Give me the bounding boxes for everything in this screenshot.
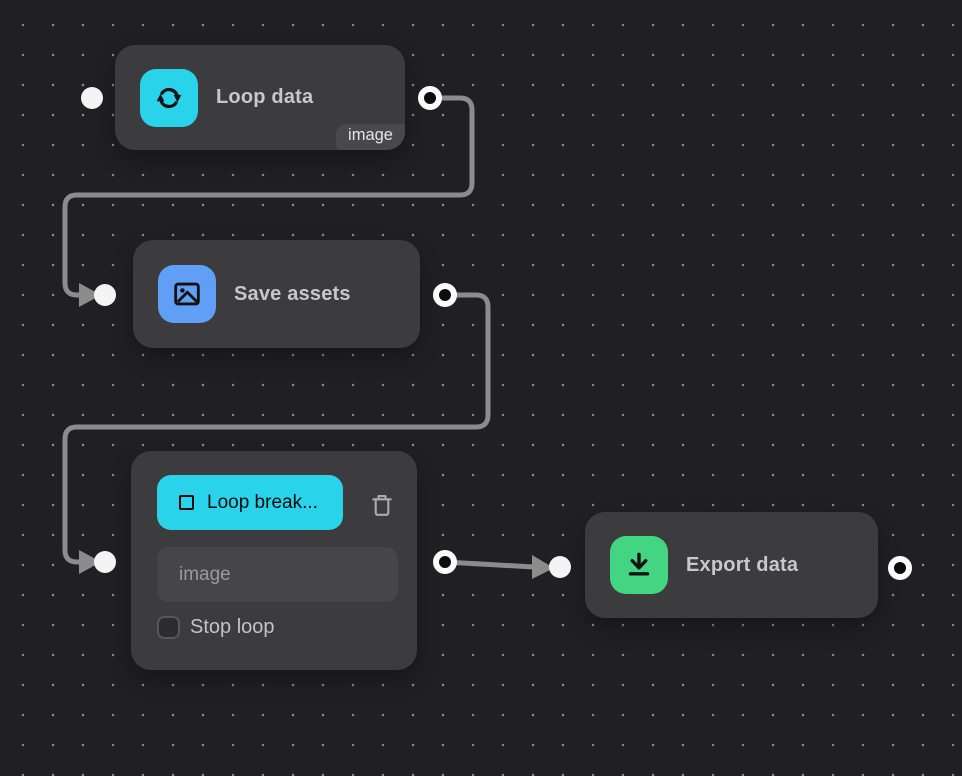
node-loop-data[interactable]: Loop data image xyxy=(115,45,405,150)
trash-icon xyxy=(372,495,392,516)
port-loop-break-output[interactable] xyxy=(433,550,457,574)
stop-loop-label: Stop loop xyxy=(190,616,275,638)
wire-loop-data-to-save-assets[interactable] xyxy=(62,95,475,298)
wire-arrowhead xyxy=(79,550,101,574)
loop-break-input[interactable] xyxy=(157,547,398,602)
loop-break-button-label: Loop break... xyxy=(207,491,318,513)
loop-break-button[interactable]: Loop break... xyxy=(157,475,343,530)
port-save-assets-input[interactable] xyxy=(94,284,116,306)
port-export-data-output[interactable] xyxy=(888,556,912,580)
port-loop-break-input[interactable] xyxy=(94,551,116,573)
port-loop-data-input[interactable] xyxy=(81,87,103,109)
stop-square-icon xyxy=(179,495,194,510)
node-export-data[interactable]: Export data xyxy=(585,512,878,618)
image-icon xyxy=(158,265,216,323)
loop-sync-icon xyxy=(140,68,198,127)
wire-arrowhead xyxy=(532,555,554,579)
wire-save-assets-to-loop-break[interactable] xyxy=(62,292,491,565)
output-type-badge: image xyxy=(336,124,405,150)
node-loop-break[interactable]: Loop break... Stop loop xyxy=(131,451,417,670)
node-title: Loop data xyxy=(216,86,314,108)
delete-button[interactable] xyxy=(367,490,397,520)
download-icon xyxy=(610,536,668,594)
node-title: Export data xyxy=(686,553,799,576)
node-save-assets[interactable]: Save assets xyxy=(133,240,420,348)
wire-loop-break-to-export-data[interactable] xyxy=(444,559,535,570)
port-loop-data-output[interactable] xyxy=(418,86,442,110)
wire-arrowhead xyxy=(79,283,101,307)
port-save-assets-output[interactable] xyxy=(433,283,457,307)
node-title: Save assets xyxy=(234,282,351,305)
stop-loop-checkbox[interactable] xyxy=(157,616,180,639)
port-export-data-input[interactable] xyxy=(549,556,571,578)
